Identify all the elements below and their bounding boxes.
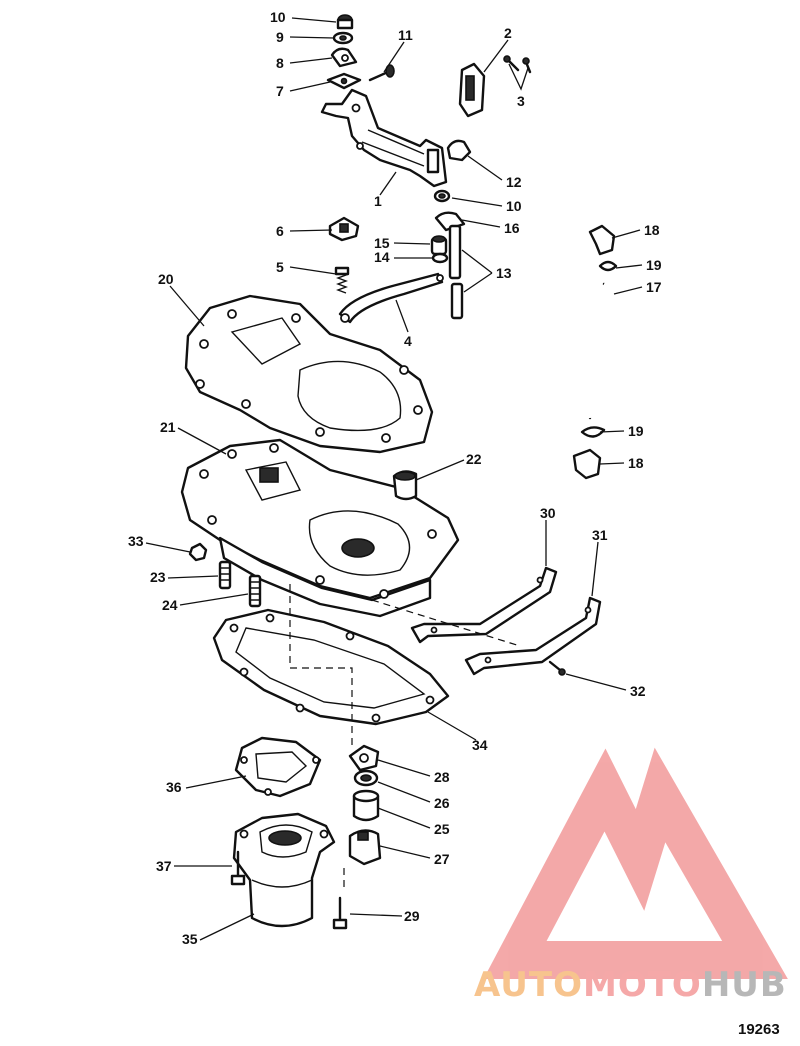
part-31-bracket <box>464 596 602 676</box>
part-15-bushing <box>430 235 448 256</box>
part-36-gasket-small <box>234 736 322 798</box>
callout-32: 32 <box>630 683 646 699</box>
part-30-bracket <box>410 566 558 644</box>
callout-4: 4 <box>404 333 412 349</box>
part-19-clamp-bottom <box>580 426 606 438</box>
callout-23: 23 <box>150 569 166 585</box>
part-25-bushing <box>352 789 380 822</box>
callout-27: 27 <box>434 851 450 867</box>
callout-18-bottom: 18 <box>628 455 644 471</box>
part-32-screw <box>548 660 566 676</box>
watermark-text-hub: HUB <box>702 965 787 1005</box>
callout-25: 25 <box>434 821 450 837</box>
part-9-washer <box>332 31 354 45</box>
part-27-clamp <box>348 829 382 866</box>
part-5-spring <box>334 266 350 294</box>
alignment-lines <box>289 584 521 892</box>
part-22-bushing <box>392 470 418 501</box>
part-7-plate <box>326 72 362 90</box>
part-33-nut <box>188 542 208 562</box>
part-20-gasket-top <box>184 294 434 454</box>
watermark-logo <box>483 747 788 979</box>
part-13-rods <box>448 224 464 320</box>
callout-21: 21 <box>160 419 176 435</box>
callout-16: 16 <box>504 220 520 236</box>
figure-number: 19263 <box>738 1021 780 1038</box>
callout-20: 20 <box>158 271 174 287</box>
part-17-hose <box>586 280 617 420</box>
part-2-latch <box>458 62 486 118</box>
callout-2: 2 <box>504 25 512 41</box>
part-18-fitting-bottom <box>572 448 602 480</box>
callout-7: 7 <box>276 83 284 99</box>
callout-35: 35 <box>182 931 198 947</box>
callout-29: 29 <box>404 908 420 924</box>
callout-33: 33 <box>128 533 144 549</box>
callout-19-top: 19 <box>646 257 662 273</box>
callout-13: 13 <box>496 265 512 281</box>
callout-8: 8 <box>276 55 284 71</box>
part-37-bolt <box>230 850 246 886</box>
callout-3: 3 <box>517 93 525 109</box>
part-35-housing <box>232 812 336 928</box>
part-23-stud <box>218 560 232 590</box>
watermark-text-auto: AUTO <box>474 965 583 1005</box>
callout-9: 9 <box>276 29 284 45</box>
part-6-clip <box>328 216 360 242</box>
callout-19-bottom: 19 <box>628 423 644 439</box>
callout-24: 24 <box>162 597 178 613</box>
callout-labels: 10 9 8 7 11 2 3 12 1 10 16 6 15 14 5 13 … <box>128 9 662 947</box>
callout-5: 5 <box>276 259 284 275</box>
part-10-nut <box>433 189 451 203</box>
callout-36: 36 <box>166 779 182 795</box>
callout-10-lower: 10 <box>506 198 522 214</box>
callout-10-top: 10 <box>270 9 286 25</box>
part-24-stud <box>248 574 262 608</box>
part-34-gasket-bottom <box>212 608 450 726</box>
callout-26: 26 <box>434 795 450 811</box>
callout-28: 28 <box>434 769 450 785</box>
part-14-clip <box>431 252 449 264</box>
watermark-triangle-inner <box>580 860 640 925</box>
callout-30: 30 <box>540 505 556 521</box>
callout-37: 37 <box>156 858 172 874</box>
part-1-bracket <box>320 88 448 188</box>
watermark-text-moto: MOTO <box>583 965 702 1005</box>
watermark-triangle <box>483 747 788 979</box>
part-3-screws <box>503 55 532 74</box>
part-18-fitting-top <box>588 224 616 256</box>
part-12-bumper <box>446 139 472 162</box>
callout-18-top: 18 <box>644 222 660 238</box>
part-11-screw <box>368 64 395 82</box>
part-10-top-nut <box>336 14 354 30</box>
callout-6: 6 <box>276 223 284 239</box>
callout-22: 22 <box>466 451 482 467</box>
callout-12: 12 <box>506 174 522 190</box>
part-4-link-arm <box>338 272 444 324</box>
watermark-text: AUTOMOTOHUB <box>474 965 787 1005</box>
callout-15: 15 <box>374 235 390 251</box>
callout-17: 17 <box>646 279 662 295</box>
leader-lines <box>145 17 643 941</box>
callout-14: 14 <box>374 249 390 265</box>
part-19-clamp-top <box>598 260 618 272</box>
part-21-adapter-plate <box>180 438 460 618</box>
part-26-washer <box>353 769 379 787</box>
callout-34: 34 <box>472 737 488 753</box>
part-29-bolt <box>332 896 348 930</box>
part-28-plate <box>348 744 380 772</box>
part-8-clamp <box>330 47 358 68</box>
callout-1: 1 <box>374 193 382 209</box>
callout-31: 31 <box>592 527 608 543</box>
callout-11: 11 <box>398 27 413 43</box>
